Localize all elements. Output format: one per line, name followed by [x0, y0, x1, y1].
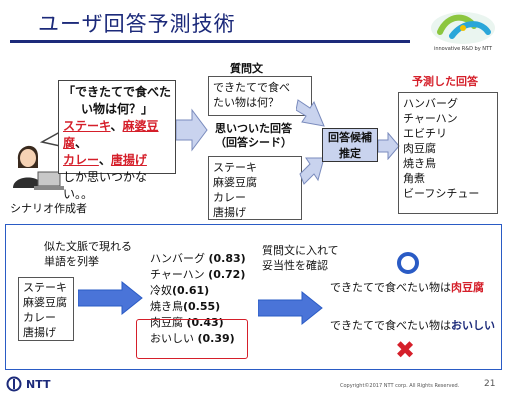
- result-invalid-word: おいしい: [451, 319, 495, 332]
- candidate-row: 焼き鳥(0.55): [150, 299, 246, 315]
- validation-description: 質問文に入れて 妥当性を確認: [262, 243, 339, 273]
- context-line1: 似た文脈で現れる: [44, 240, 132, 253]
- candidate-row: 冷奴(0.61): [150, 283, 246, 299]
- candidate-score: (0.72): [208, 268, 246, 281]
- question-text-line2: たい物は何？: [213, 96, 279, 109]
- footer-copyright: Copyright©2017 NTT corp. All Rights Rese…: [340, 383, 460, 389]
- bubble-answer-steak: ステーキ: [63, 119, 111, 133]
- scenario-writer-icon: [13, 145, 64, 190]
- arrow-right-icon: [258, 290, 323, 326]
- context-line2: 単語を列挙: [44, 255, 99, 268]
- estimate-box: 回答候補 推定: [322, 128, 378, 162]
- candidate-name: チャーハン: [150, 268, 205, 281]
- prediction-item: ハンバーグ: [403, 97, 458, 110]
- bubble-closing-line: しか思いつかない。。: [63, 170, 148, 201]
- ntt-logo-icon: [6, 376, 22, 392]
- scenario-writer-label: シナリオ作成者: [10, 202, 87, 215]
- question-note: できたてで食べ たい物は何？: [208, 76, 312, 116]
- bubble-sep: 、: [98, 153, 111, 167]
- method-panel: [5, 224, 502, 370]
- source-word: 麻婆豆腐: [23, 296, 67, 309]
- seed-item: 唐揚げ: [213, 206, 246, 219]
- candidate-score: (0.61): [172, 284, 210, 297]
- source-word-list: ステーキ 麻婆豆腐 カレー 唐揚げ: [18, 277, 74, 341]
- prediction-item: 焼き鳥: [403, 157, 436, 170]
- writer-thought-bubble: 「できたてで食べた い物は何？」 ステーキ、麻婆豆腐、 カレー、唐揚げ しか思い…: [58, 80, 176, 201]
- arrow-right-icon: [78, 280, 143, 316]
- seed-item: カレー: [213, 191, 246, 204]
- source-word: ステーキ: [23, 281, 67, 294]
- bubble-answer-curry: カレー: [63, 153, 99, 167]
- title-underline: [10, 40, 410, 43]
- estimate-line2: 推定: [339, 147, 361, 160]
- company-logo: innovative R&D by NTT: [426, 10, 500, 58]
- result-invalid: できたてで食べたい物はおいしい: [330, 317, 495, 333]
- invalid-cross-icon: ✖: [395, 336, 416, 364]
- seed-note: ステーキ 麻婆豆腐 カレー 唐揚げ: [208, 156, 302, 220]
- seed-label-line1: 思いついた回答: [215, 122, 292, 135]
- validation-line2: 妥当性を確認: [262, 259, 328, 272]
- slide-title: ユーザ回答予測技術: [38, 12, 236, 36]
- result-valid: できたてで食べたい物は肉豆腐: [330, 279, 484, 295]
- logo-tagline: innovative R&D by NTT: [433, 46, 493, 52]
- seed-item: 麻婆豆腐: [213, 176, 257, 189]
- bubble-question-line1: 「できたてで食べた: [63, 85, 172, 99]
- estimate-line1: 回答候補: [328, 131, 372, 144]
- seed-label: 思いついた回答 （回答シード）: [215, 122, 292, 150]
- candidate-score: (0.55): [183, 300, 221, 313]
- context-description: 似た文脈で現れる 単語を列挙: [44, 239, 132, 269]
- seed-item: ステーキ: [213, 161, 257, 174]
- seed-label-line2: （回答シード）: [215, 136, 292, 149]
- validation-line1: 質問文に入れて: [262, 244, 339, 257]
- bubble-answer-karaage: 唐揚げ: [110, 153, 147, 167]
- prediction-list: ハンバーグ チャーハン エビチリ 肉豆腐 焼き鳥 角煮 ビーフシチュー: [398, 92, 498, 214]
- result-valid-word: 肉豆腐: [451, 281, 484, 294]
- footer-brand: NTT: [26, 378, 51, 391]
- candidate-name: 冷奴: [150, 284, 172, 297]
- result-invalid-prefix: できたてで食べたい物は: [330, 319, 451, 332]
- candidate-name: ハンバーグ: [150, 252, 205, 265]
- source-word: カレー: [23, 311, 56, 324]
- candidate-score: (0.39): [197, 332, 235, 345]
- arrow-right-icon: [378, 132, 400, 160]
- page-number: 21: [484, 379, 496, 389]
- prediction-label: 予測した回答: [412, 75, 478, 88]
- candidate-row: ハンバーグ (0.83): [150, 251, 246, 267]
- prediction-item: 角煮: [403, 172, 425, 185]
- bubble-answers-line1: ステーキ、麻婆豆腐、: [63, 118, 171, 152]
- logo-swirl-icon: [431, 12, 495, 44]
- merge-arrows: [296, 99, 325, 185]
- bubble-sep: 、: [110, 119, 123, 133]
- question-text-line1: できたてで食べ: [213, 81, 290, 94]
- candidate-row: チャーハン (0.72): [150, 267, 246, 283]
- bubble-question-line2: い物は何？」: [81, 102, 154, 116]
- candidate-name: 焼き鳥: [150, 300, 183, 313]
- bubble-answers-line2: カレー、唐揚げ: [63, 152, 171, 169]
- selected-candidates-highlight: [136, 319, 248, 359]
- prediction-item: チャーハン: [403, 112, 458, 125]
- arrow-right-icon: [176, 108, 208, 152]
- source-word: 唐揚げ: [23, 326, 56, 339]
- result-valid-prefix: できたてで食べたい物は: [330, 281, 451, 294]
- candidate-score: (0.83): [208, 252, 246, 265]
- question-label: 質問文: [230, 62, 263, 75]
- prediction-item: エビチリ: [403, 127, 447, 140]
- prediction-item: ビーフシチュー: [403, 187, 480, 200]
- candidate-row: おいしい (0.39): [150, 331, 246, 347]
- candidate-name: おいしい: [150, 332, 194, 345]
- prediction-item: 肉豆腐: [403, 142, 436, 155]
- valid-circle-icon: [397, 252, 419, 274]
- bubble-answer-mapo: 麻婆豆腐: [63, 119, 159, 150]
- bubble-sep: 、: [75, 136, 88, 150]
